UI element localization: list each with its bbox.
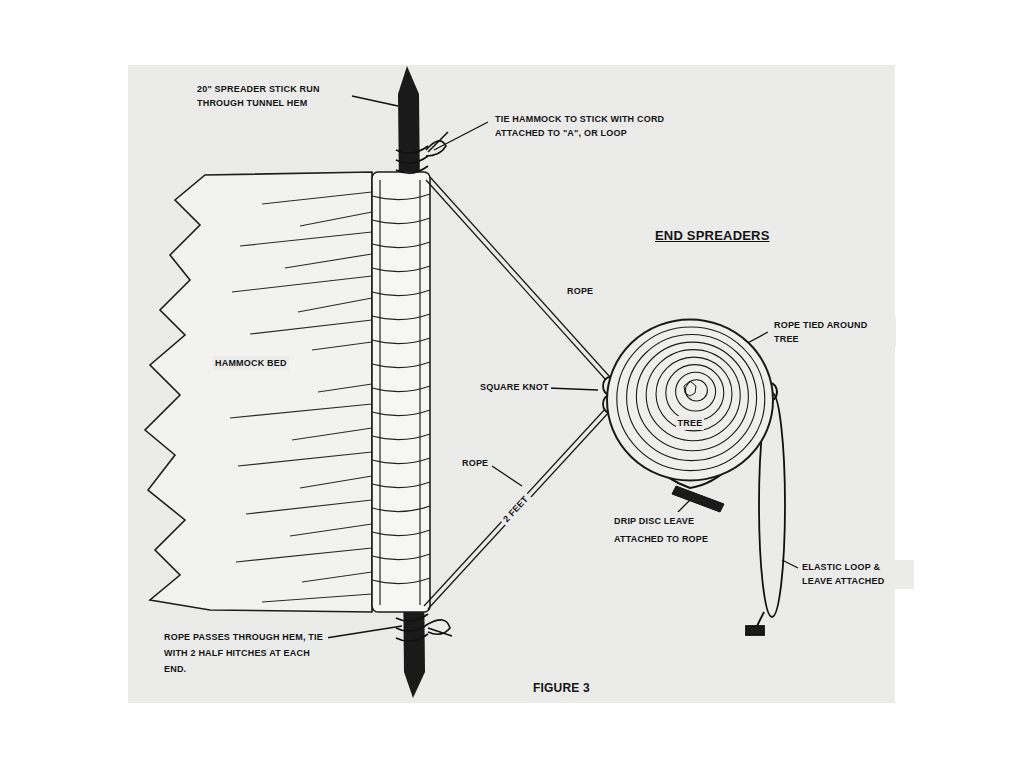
tree-ring	[627, 335, 757, 461]
drip-disc	[672, 486, 724, 512]
tree-ring	[666, 365, 724, 421]
hem-gathers	[372, 180, 430, 605]
callout-text: ELASTIC LOOP & LEAVE ATTACHED	[800, 560, 914, 589]
tree-ring	[646, 350, 740, 441]
tree-ring	[617, 327, 765, 471]
figure-caption: FIGURE 3	[531, 679, 592, 698]
fabric-folds	[230, 192, 372, 602]
callout-text: ROPE TIED AROUND TREE	[772, 318, 896, 347]
leader-line	[326, 96, 798, 638]
part-label: HAMMOCK BED	[213, 356, 289, 370]
tree-ring	[607, 319, 773, 480]
section-title: END SPREADERS	[653, 226, 772, 247]
rope-label: ROPE	[565, 284, 595, 298]
hammock-fabric	[145, 172, 372, 612]
callout-text: ROPE PASSES THROUGH HEM, TIE WITH 2 HALF…	[162, 630, 328, 677]
tree-circle: TREE	[605, 315, 775, 485]
tree-core	[684, 381, 696, 396]
callout-text: TIE HAMMOCK TO STICK WITH CORD ATTACHED …	[493, 112, 675, 141]
tree-ring	[656, 357, 732, 431]
tunnel-hem	[372, 172, 430, 612]
callout-text: DRIP DISC LEAVE ATTACHED TO ROPE	[612, 512, 716, 548]
tree-ring	[636, 342, 748, 451]
tree-label: TREE	[676, 416, 705, 430]
tree-ring	[685, 380, 707, 401]
tree-rings	[605, 315, 775, 485]
rope-label: ROPE	[460, 456, 490, 470]
callout-text: SQUARE KNOT	[478, 380, 551, 394]
cord-wrap	[396, 132, 452, 641]
paper-ground	[128, 65, 895, 703]
rope	[424, 177, 610, 609]
callout-text: 20" SPREADER STICK RUN THROUGH TUNNEL HE…	[195, 82, 351, 111]
tree-ring	[676, 372, 716, 411]
